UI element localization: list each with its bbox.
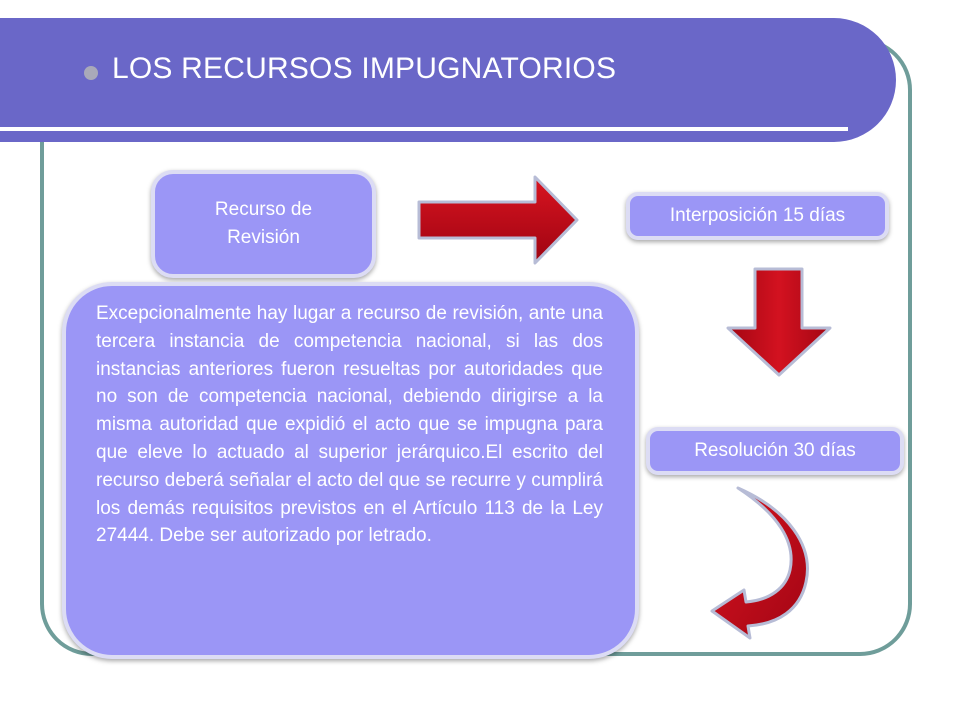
interposicion-box: Interposición 15 días (626, 192, 889, 240)
title-underline (0, 127, 848, 131)
bullet-icon (84, 66, 98, 80)
description-box: Excepcionalmente hay lugar a recurso de … (62, 282, 639, 659)
title-banner (0, 18, 896, 142)
down-arrow-icon (726, 267, 832, 377)
curved-arrow-icon (710, 486, 809, 640)
slide-title: LOS RECURSOS IMPUGNATORIOS (112, 52, 617, 85)
resolucion-box: Resolución 30 días (646, 427, 904, 475)
right-arrow-icon (417, 175, 579, 265)
recurso-revision-box: Recurso de Revisión (151, 170, 376, 278)
